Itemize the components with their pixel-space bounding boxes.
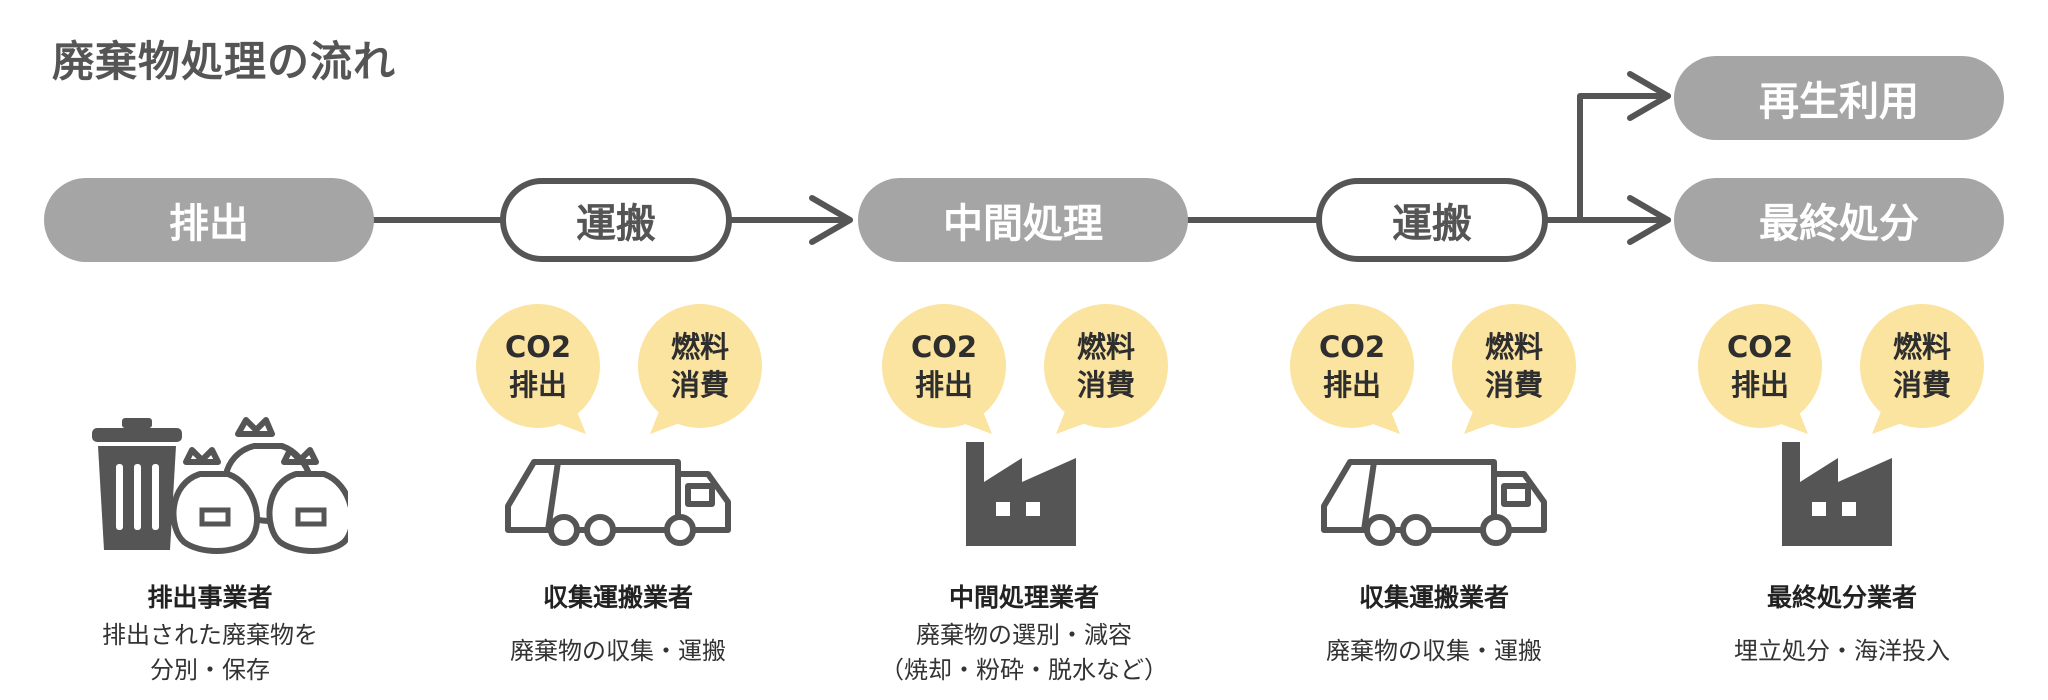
node-transport-1: 運搬 <box>500 178 732 262</box>
bubble-label: 排出 <box>1730 368 1789 402</box>
bubble-label: 排出 <box>1322 368 1381 402</box>
actor-description: 排出された廃棄物を 分別・保存 <box>30 618 390 688</box>
co2-emission-bubble: CO2 排出 <box>1290 304 1414 434</box>
bubble-label: 消費 <box>1076 368 1135 402</box>
factory-icon <box>966 442 1076 546</box>
actor-description: 廃棄物の収集・運搬 <box>438 634 798 669</box>
node-discharge: 排出 <box>44 178 374 262</box>
connector-line <box>1577 93 1671 223</box>
node-transport-2: 運搬 <box>1316 178 1548 262</box>
actor-label: 排出事業者 <box>147 583 273 612</box>
description-line: 廃棄物の収集・運搬 <box>1326 637 1542 665</box>
factory-icon <box>1782 442 1892 546</box>
description-line: 廃棄物の選別・減容 <box>916 621 1132 649</box>
bubble-label: CO2 <box>1318 330 1386 364</box>
actor-label: 中間処理業者 <box>948 583 1099 612</box>
bubble-label: 燃料 <box>670 330 729 364</box>
co2-emission-bubble: CO2 排出 <box>1698 304 1822 434</box>
actor-description: 廃棄物の選別・減容 （焼却・粉砕・脱水など） <box>844 618 1204 688</box>
bubble-label: 燃料 <box>1076 330 1135 364</box>
arrow-head-icon <box>1627 195 1671 245</box>
bubble-label: 燃料 <box>1484 330 1543 364</box>
garbage-truck-icon <box>505 459 731 546</box>
bubble-label: 排出 <box>914 368 973 402</box>
actor-description: 埋立処分・海洋投入 <box>1662 634 2022 669</box>
bubble-label: 消費 <box>670 368 729 402</box>
actor-label: 最終処分業者 <box>1766 583 1917 612</box>
actor-label: 収集運搬業者 <box>1358 583 1509 612</box>
node-recycle: 再生利用 <box>1674 56 2004 140</box>
description-line: 排出された廃棄物を <box>102 621 318 649</box>
co2-emission-bubble: CO2 排出 <box>882 304 1006 434</box>
node-final-disposal: 最終処分 <box>1674 178 2004 262</box>
fuel-consumption-bubble: 燃料消費 <box>1452 304 1576 434</box>
co2-emission-bubble: CO2 排出 <box>476 304 600 434</box>
bubble-label: CO2 <box>504 330 572 364</box>
bubble-label: 排出 <box>508 368 567 402</box>
garbage-truck-icon <box>1321 459 1547 546</box>
bubble-label: 燃料 <box>1892 330 1951 364</box>
fuel-consumption-bubble: 燃料消費 <box>1044 304 1168 434</box>
actor-label: 収集運搬業者 <box>542 583 693 612</box>
trash-can-and-garbage-bags-icon <box>92 417 348 554</box>
bubble-label: CO2 <box>1726 330 1794 364</box>
bubble-label: CO2 <box>910 330 978 364</box>
arrow-head-icon <box>1627 71 1671 121</box>
actor-description: 廃棄物の収集・運搬 <box>1254 634 1614 669</box>
description-line: （焼却・粉砕・脱水など） <box>880 656 1168 684</box>
description-line: 廃棄物の収集・運搬 <box>510 637 726 665</box>
fuel-consumption-bubble: 燃料消費 <box>1860 304 1984 434</box>
arrow-head-icon <box>809 195 853 245</box>
description-line: 分別・保存 <box>150 656 270 684</box>
description-line: 埋立処分・海洋投入 <box>1734 637 1950 665</box>
fuel-consumption-bubble: 燃料消費 <box>638 304 762 434</box>
bubble-label: 消費 <box>1892 368 1951 402</box>
page-title: 廃棄物処理の流れ <box>52 37 397 86</box>
node-intermediate: 中間処理 <box>858 178 1188 262</box>
bubble-label: 消費 <box>1484 368 1543 402</box>
